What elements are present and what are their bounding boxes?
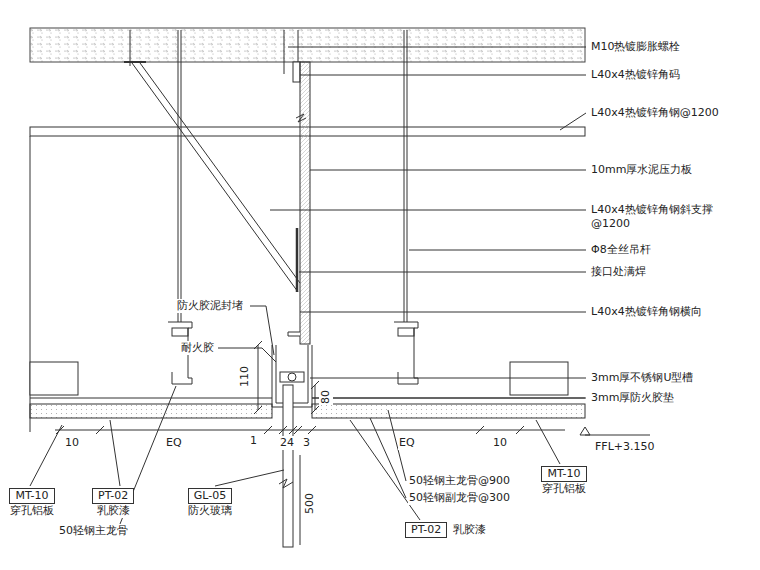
angle-steel bbox=[288, 332, 300, 336]
dimension-text: 500 bbox=[303, 492, 317, 515]
dimension-text: 10 bbox=[492, 436, 508, 450]
ceiling-board bbox=[30, 404, 272, 418]
hanger-rod bbox=[407, 30, 408, 322]
leader-line bbox=[30, 306, 560, 524]
dimension-line bbox=[300, 455, 301, 545]
dimension-text: 1 bbox=[249, 434, 258, 448]
hanger-clip bbox=[172, 328, 188, 336]
callout-text: 防火胶泥封堵 bbox=[176, 299, 244, 313]
callout-text: 3mm厚不锈钢U型槽 bbox=[590, 371, 694, 385]
fixing-block bbox=[280, 372, 304, 382]
material-code: GL-05 bbox=[188, 488, 232, 504]
callout-text: 50轻钢主龙骨 bbox=[58, 524, 129, 538]
callout-text: L40x4热镀锌角码 bbox=[590, 68, 681, 82]
material-name: 乳胶漆 bbox=[95, 504, 132, 518]
callout-text: 50轻钢主龙骨@900 bbox=[408, 474, 511, 488]
material-name: 防火玻璃 bbox=[186, 504, 234, 518]
hanger-rod bbox=[181, 30, 182, 322]
dimension-tick bbox=[56, 426, 524, 434]
anchor-bolt bbox=[284, 30, 285, 74]
leader-line bbox=[270, 47, 586, 398]
material-tag: MT-10穿孔铝板 bbox=[540, 466, 588, 496]
dimension-text: 3 bbox=[302, 436, 311, 450]
material-tag: GL-05防火玻璃 bbox=[186, 488, 234, 518]
material-name: 乳胶漆 bbox=[451, 523, 488, 537]
callout-text: FFL+3.150 bbox=[594, 440, 656, 454]
light-fixture bbox=[30, 362, 78, 395]
level-line bbox=[585, 435, 650, 436]
cement-board bbox=[300, 62, 310, 344]
callout-text: 10mm厚水泥压力板 bbox=[590, 163, 693, 177]
break-mark bbox=[296, 114, 306, 122]
weld bbox=[296, 228, 299, 292]
diagonal-brace bbox=[132, 63, 298, 292]
callout-text: L40x4热镀锌角钢横向 bbox=[590, 305, 703, 319]
dimension-line bbox=[258, 345, 259, 410]
dimension-text: 110 bbox=[238, 365, 252, 388]
callout-text: L40x4热镀锌角钢斜支撑@1200 bbox=[590, 203, 752, 231]
callout-text: 耐火胶 bbox=[180, 341, 215, 355]
ceiling-board bbox=[312, 404, 585, 418]
dimension-text: 80 bbox=[319, 389, 333, 405]
material-code: MT-10 bbox=[9, 488, 54, 504]
main-runner bbox=[394, 322, 418, 384]
dimension-text: 24 bbox=[279, 436, 295, 450]
bolt bbox=[288, 373, 296, 381]
material-name: 穿孔铝板 bbox=[540, 482, 588, 496]
callout-text: 50轻钢副龙骨@300 bbox=[408, 491, 511, 505]
angle-clip bbox=[293, 62, 300, 82]
callout-text: 3mm厚防火胶垫 bbox=[590, 391, 675, 405]
concrete-slab bbox=[30, 28, 585, 62]
dimension-text: EQ bbox=[398, 436, 416, 450]
material-tag: PT-02乳胶漆 bbox=[92, 488, 134, 518]
dimension-line bbox=[55, 430, 565, 431]
dimension-text: EQ bbox=[165, 436, 183, 450]
callout-text: 接口处满焊 bbox=[590, 265, 647, 279]
material-tag: PT-02 乳胶漆 bbox=[405, 522, 488, 538]
callout-text: M10热镀膨胀螺栓 bbox=[590, 40, 682, 54]
hanger-rod bbox=[404, 30, 405, 322]
anchor-bolt bbox=[130, 30, 131, 66]
material-code: PT-02 bbox=[405, 522, 447, 538]
runner bbox=[30, 398, 272, 399]
material-code: MT-10 bbox=[541, 466, 586, 482]
material-name: 穿孔铝板 bbox=[8, 504, 56, 518]
hanger-clip bbox=[398, 328, 414, 336]
callout-text: L40x4热镀锌角钢@1200 bbox=[590, 106, 720, 120]
break-mark bbox=[279, 479, 293, 488]
angle-clip bbox=[124, 61, 146, 63]
runner bbox=[312, 398, 585, 399]
callout-text: Φ8全丝吊杆 bbox=[590, 243, 652, 257]
dimension-text: 10 bbox=[64, 436, 80, 450]
material-code: PT-02 bbox=[92, 488, 134, 504]
hanger-rod bbox=[178, 30, 179, 322]
fire-glass bbox=[283, 385, 293, 547]
level-symbol bbox=[580, 427, 590, 435]
diagonal-brace bbox=[140, 63, 300, 283]
dimension-tick bbox=[254, 341, 262, 414]
material-tag: MT-10穿孔铝板 bbox=[8, 488, 56, 518]
